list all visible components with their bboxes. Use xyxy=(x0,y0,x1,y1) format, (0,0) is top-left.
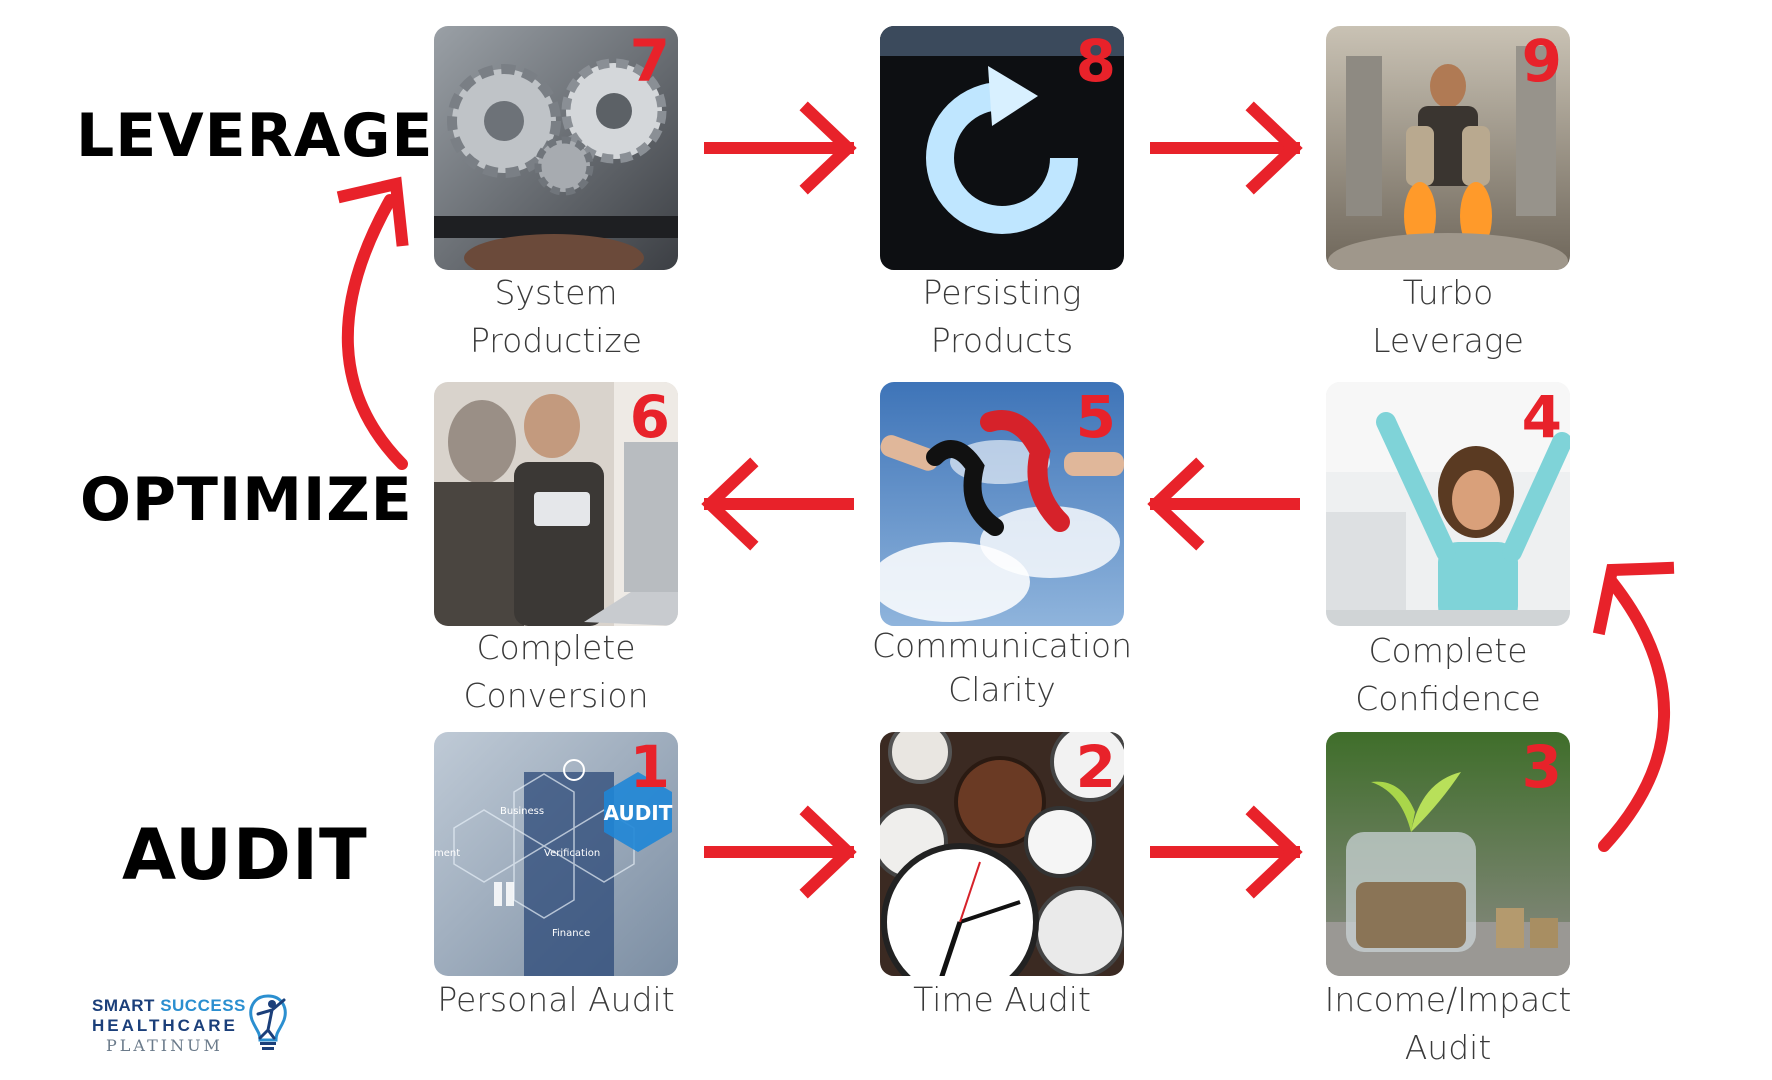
step-9-image: 9 xyxy=(1326,26,1570,270)
step-5-number: 5 xyxy=(1075,383,1116,451)
arrow-8-to-9 xyxy=(1150,101,1303,195)
step-3-image: 3 xyxy=(1326,732,1570,976)
step-8-number: 8 xyxy=(1075,27,1116,95)
step-1-number: 1 xyxy=(629,733,670,801)
logo-line-2: HEALTHCARE xyxy=(92,1016,238,1035)
refresh-screen-picture xyxy=(880,26,1124,270)
step-1-overlay-ment: ment xyxy=(434,848,460,859)
celebrating-woman-picture xyxy=(1326,382,1570,626)
row-label-optimize: OPTIMIZE xyxy=(80,465,413,535)
step-1-caption: Personal Audit xyxy=(437,980,675,1019)
arrow-3-to-4 xyxy=(1592,561,1675,852)
step-3-number: 3 xyxy=(1521,733,1562,801)
step-4-image: 4 xyxy=(1326,382,1570,626)
step-1-overlay-business: Business xyxy=(500,806,544,817)
step-2-caption: Time Audit xyxy=(913,980,1091,1019)
card-payment-picture xyxy=(434,382,678,626)
lightbulb-person-icon xyxy=(249,994,287,1050)
step-6-number: 6 xyxy=(629,383,670,451)
step-7-image: 7 xyxy=(434,26,678,270)
arrow-4-to-5 xyxy=(1147,457,1300,551)
arrow-1-to-2 xyxy=(704,805,857,899)
step-2-number: 2 xyxy=(1075,733,1116,801)
jetpack-picture xyxy=(1326,26,1570,270)
gears-picture xyxy=(434,26,678,270)
audit-hexagon-picture: AUDIT Business Verification Finance ment xyxy=(434,732,678,976)
step-4-number: 4 xyxy=(1521,383,1562,451)
step-2-image: 2 xyxy=(880,732,1124,976)
arrow-2-to-3 xyxy=(1150,805,1303,899)
clocks-picture xyxy=(880,732,1124,976)
arrow-6-to-7 xyxy=(336,176,409,470)
brand-logo: SMART SUCCESS HEALTHCARE PLATINUM xyxy=(92,990,292,1060)
step-9-number: 9 xyxy=(1521,27,1562,95)
step-8-image: 8 xyxy=(880,26,1124,270)
step-1-overlay-verification: Verification xyxy=(544,848,600,859)
coin-jar-plant-picture xyxy=(1326,732,1570,976)
row-label-audit: AUDIT xyxy=(122,814,368,896)
step-7-number: 7 xyxy=(629,27,670,95)
step-5-image: 5 xyxy=(880,382,1124,626)
arrow-7-to-8 xyxy=(704,101,857,195)
step-6-image: 6 xyxy=(434,382,678,626)
logo-line-1: SMART SUCCESS xyxy=(92,996,246,1015)
step-1-overlay-finance: Finance xyxy=(552,928,590,939)
logo-line-3: PLATINUM xyxy=(106,1036,223,1055)
step-1-overlay-audit: AUDIT xyxy=(604,801,673,825)
arrow-5-to-6 xyxy=(701,457,854,551)
telephones-picture xyxy=(880,382,1124,626)
step-1-image: AUDIT Business Verification Finance ment… xyxy=(434,732,678,976)
row-label-leverage: LEVERAGE xyxy=(76,101,434,171)
